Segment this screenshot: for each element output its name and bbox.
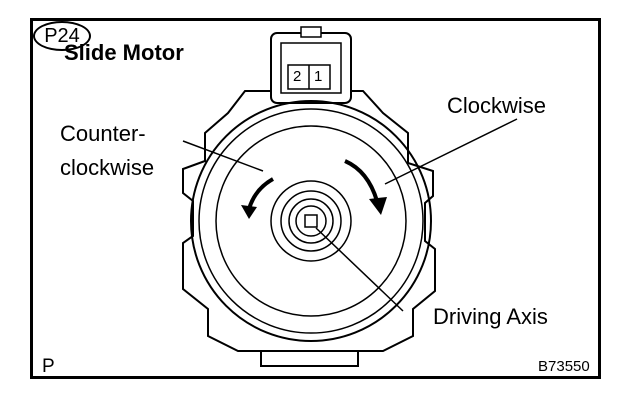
cw-arrow [344,159,379,202]
motor-housing [182,90,436,352]
figure-id: B73550 [538,358,590,375]
clockwise-label: Clockwise [447,93,547,118]
connector-pin-1: 1 [314,68,323,85]
ccw-arrow [247,177,275,210]
connector-pin-2: 2 [293,68,302,85]
diagram-title: Slide Motor [64,40,184,65]
bottom-tab [260,351,359,367]
driving-axis-label: Driving Axis [433,304,548,329]
corner-mark: P [42,356,55,377]
axis-leader [315,227,404,312]
driving-axis-shaft [304,214,318,228]
diagram-frame: Slide Motor P24 2 1 Clockwise Counter- c… [30,18,601,379]
inner-ring [270,180,352,262]
counter-clockwise-label-line1: Counter- [60,121,146,146]
outer-ring [190,100,432,342]
connector-code-badge: P24 [33,21,91,51]
ccw-leader [182,140,264,172]
cw-leader [384,118,518,185]
counter-clockwise-label-line2: clockwise [60,155,155,180]
motor-drawing [182,26,518,367]
